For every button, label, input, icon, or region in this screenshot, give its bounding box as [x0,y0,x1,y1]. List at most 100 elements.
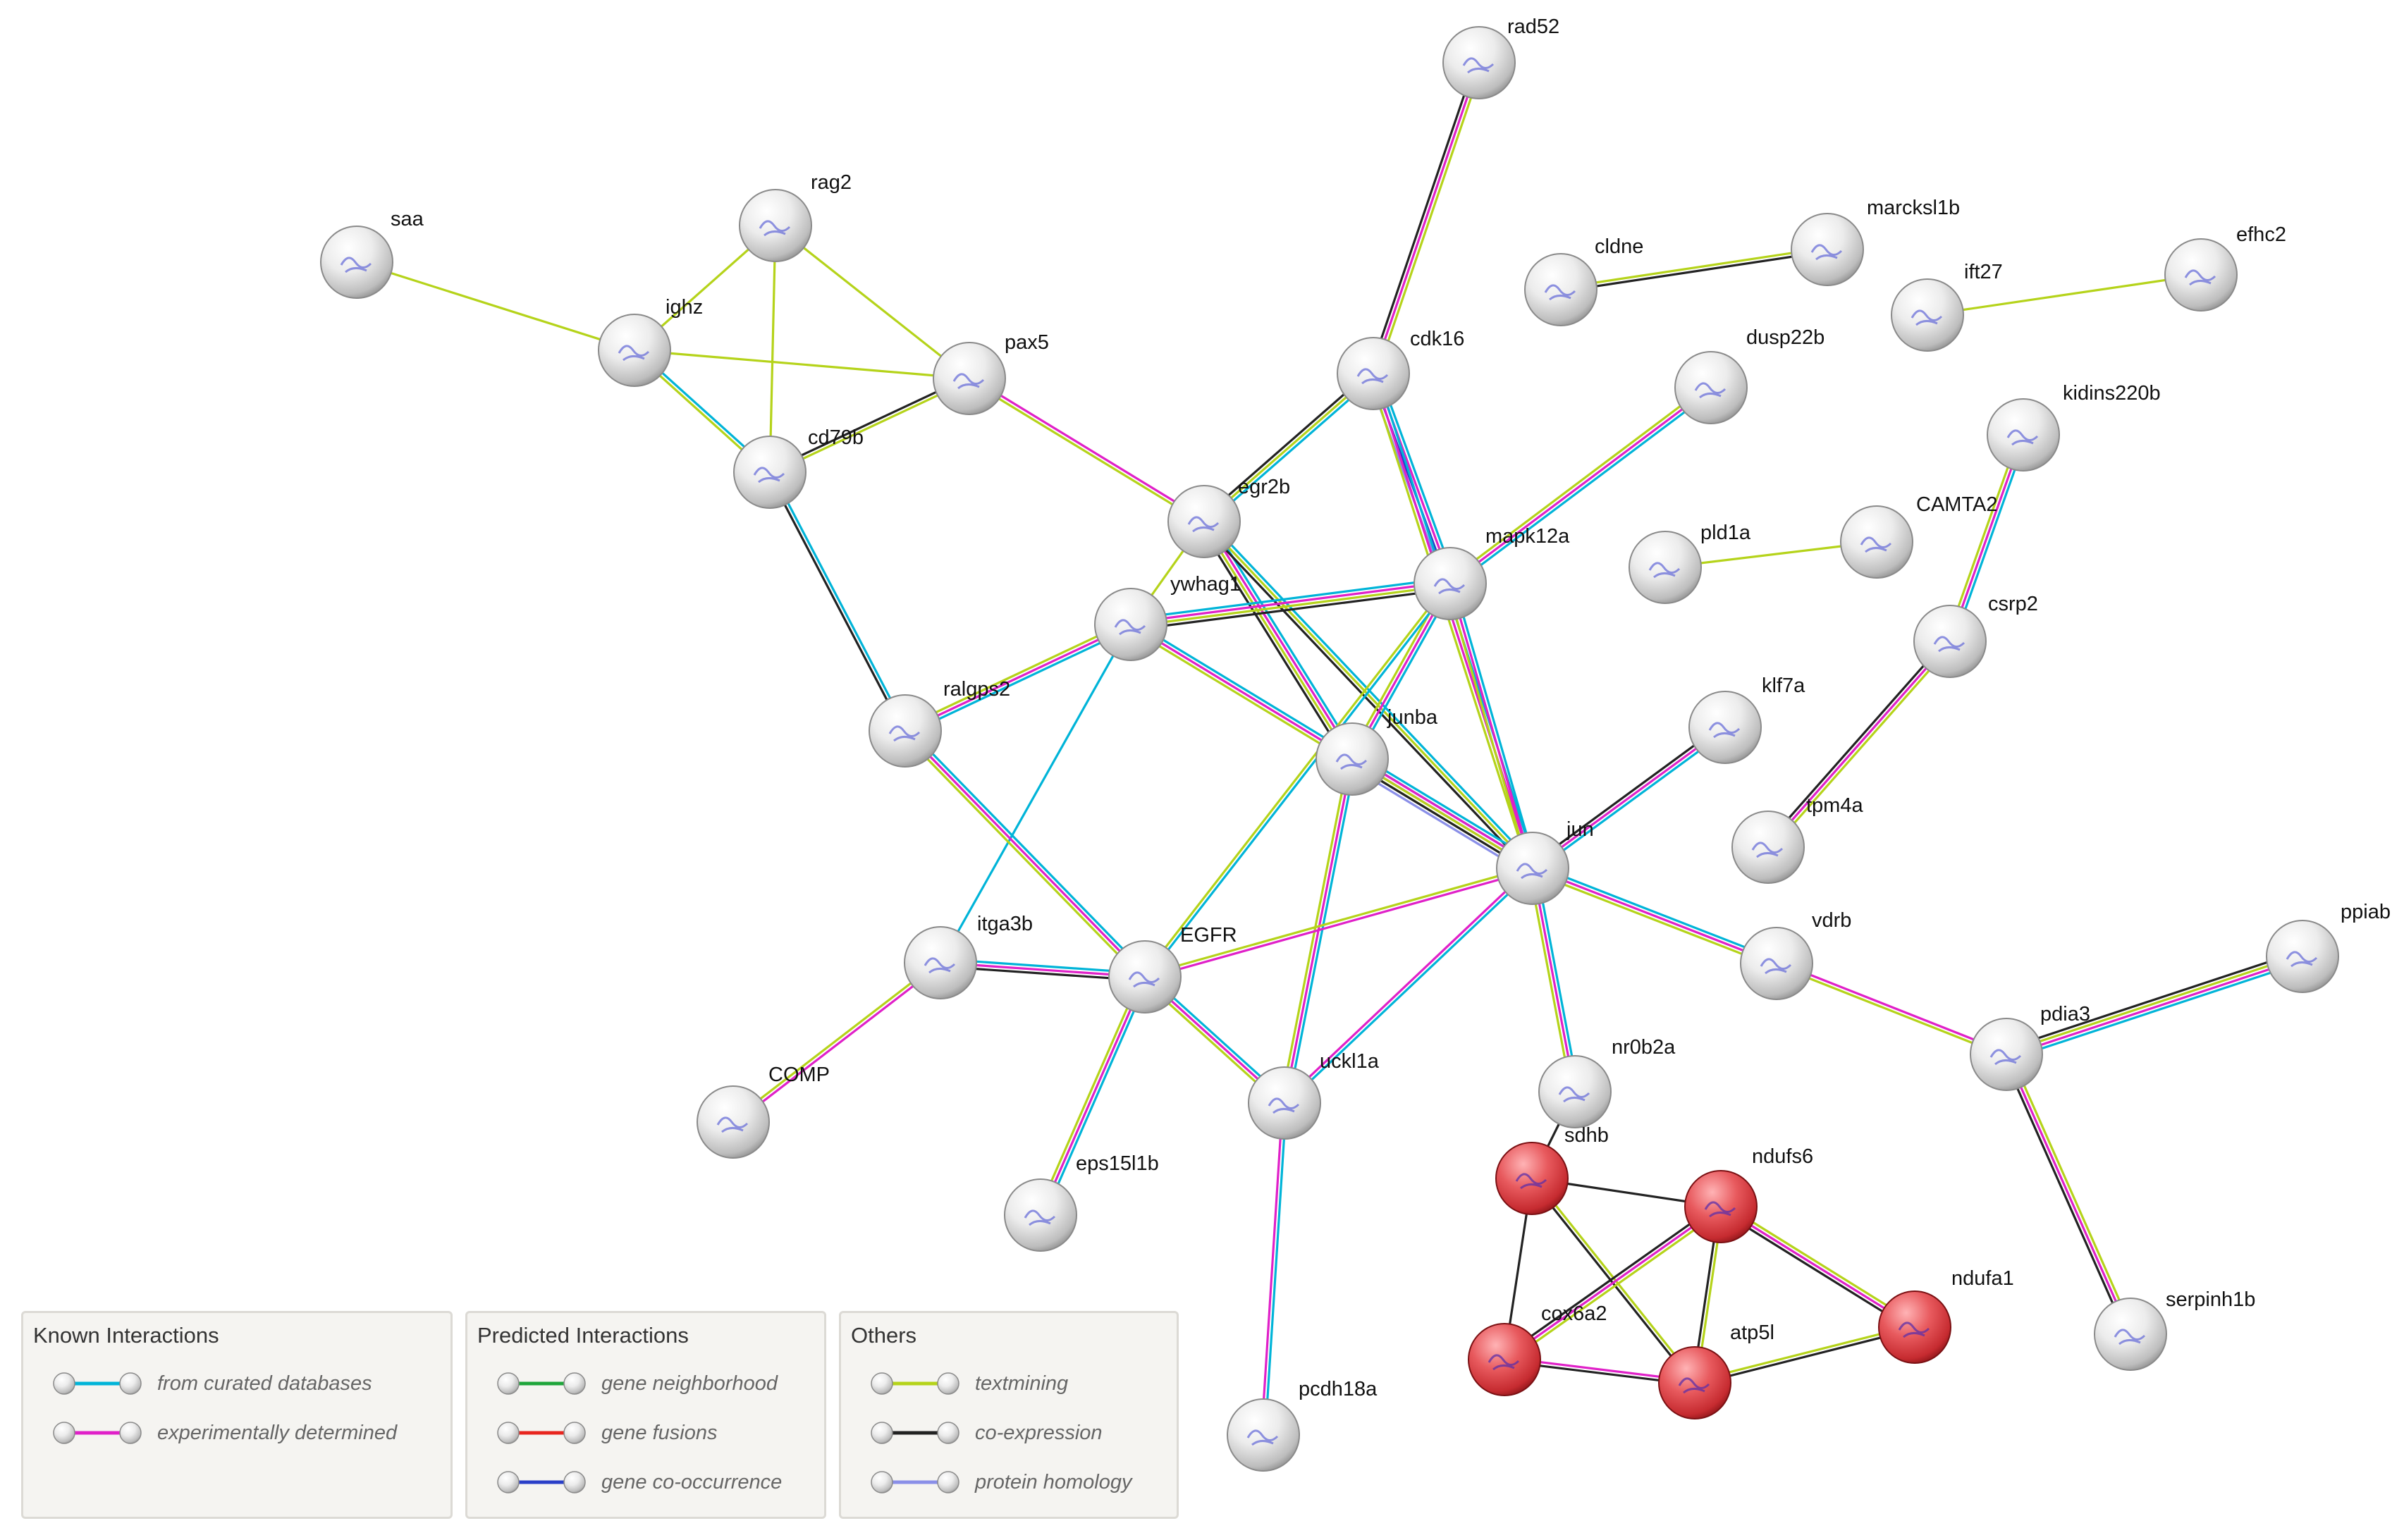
node-sphere[interactable] [1684,1170,1758,1243]
node-serpinh1b[interactable]: serpinh1b [2094,1288,2255,1371]
node-sphere[interactable] [1468,1323,1541,1396]
node-sdhb[interactable]: sdhb [1495,1124,1609,1215]
node-sphere[interactable] [1337,337,1410,410]
edge-line-curated [1287,759,1357,1104]
node-sphere[interactable] [1094,588,1167,661]
legend-others: Others textmining co-expression protein … [839,1311,1179,1519]
node-pld1a[interactable]: pld1a [1629,522,1751,604]
node-label: uckl1a [1320,1050,1380,1073]
node-sphere[interactable] [697,1085,770,1159]
edge-line-coexpression [768,376,969,472]
node-sphere[interactable] [1658,1346,1731,1419]
node-itga3b[interactable]: itga3b [904,913,1033,999]
edge-rad52-cdk16 [1368,61,1484,376]
node-ighz[interactable]: ighz [598,296,703,387]
edge-line-coexpression [1529,723,1724,867]
node-sphere[interactable] [1004,1178,1077,1252]
node-rag2[interactable]: rag2 [739,171,852,262]
node-sphere[interactable] [1413,547,1487,620]
node-sphere[interactable] [1791,213,1864,286]
node-junba[interactable]: junba [1316,706,1438,796]
node-atp5l[interactable]: atp5l [1658,1322,1774,1419]
legend-predicted-interactions: Predicted Interactions gene neighborhood… [465,1311,826,1519]
node-mapk12a[interactable]: mapk12a [1413,525,1570,620]
node-ppiab[interactable]: ppiab [2266,901,2391,993]
node-pcdh18a[interactable]: pcdh18a [1227,1378,1378,1472]
legend-known-interactions: Known Interactions from curated database… [21,1311,453,1519]
node-saa[interactable]: saa [320,208,424,299]
node-ndufs6[interactable]: ndufs6 [1684,1145,1813,1243]
node-dusp22b[interactable]: dusp22b [1674,326,1825,424]
node-sphere[interactable] [1538,1055,1612,1128]
node-sphere[interactable] [1524,253,1597,326]
node-sphere[interactable] [1913,605,1987,678]
structure-thumbnail-icon [1911,309,1943,326]
node-CAMTA2[interactable]: CAMTA2 [1840,493,1997,579]
node-egr2b[interactable]: egr2b [1167,476,1290,558]
node-cldne[interactable]: cldne [1524,235,1643,326]
node-ralgps2[interactable]: ralgps2 [869,678,1010,768]
edge-line-coexpression [1198,524,1349,763]
node-sphere[interactable] [1891,278,1964,352]
node-sphere[interactable] [1740,927,1813,1000]
node-uckl1a[interactable]: uckl1a [1248,1050,1380,1140]
node-sphere[interactable] [2266,920,2339,993]
node-cd79b[interactable]: cd79b [733,426,864,509]
node-ywhag1[interactable]: ywhag1 [1094,573,1241,661]
edge-line-experimental [1282,866,1533,1103]
edge-pdia3-serpinh1b [2001,1052,2135,1336]
edge-jun-vdrb [1531,863,1779,968]
node-COMP[interactable]: COMP [697,1064,830,1159]
edge-line-textmining [731,960,940,1122]
node-sphere[interactable] [933,342,1006,415]
node-sphere[interactable] [1442,26,1516,99]
node-cdk16[interactable]: cdk16 [1337,328,1464,410]
node-sphere[interactable] [1495,1142,1569,1215]
node-eps15l1b[interactable]: eps15l1b [1004,1152,1159,1252]
node-marcksl1b[interactable]: marcksl1b [1791,197,1960,286]
legend-node-icon [563,1471,586,1493]
node-sphere[interactable] [733,436,807,509]
node-sphere[interactable] [1316,722,1389,796]
node-sphere[interactable] [320,226,393,299]
node-ift27[interactable]: ift27 [1891,261,2003,352]
edge-line-coexpression [2001,1055,2128,1336]
edge-csrp2-tpm4a [1764,638,1954,851]
node-sphere[interactable] [1227,1398,1300,1472]
node-sphere[interactable] [1674,351,1748,424]
node-sphere[interactable] [1840,505,1913,579]
node-sphere[interactable] [1248,1066,1321,1140]
node-sphere[interactable] [1108,940,1182,1014]
node-sphere[interactable] [2094,1298,2167,1371]
node-efhc2[interactable]: efhc2 [2164,223,2286,312]
node-sphere[interactable] [904,926,977,999]
node-sphere[interactable] [1629,531,1702,604]
node-sphere[interactable] [1167,485,1241,558]
node-sphere[interactable] [1970,1018,2043,1091]
node-EGFR[interactable]: EGFR [1108,924,1237,1014]
node-ndufa1[interactable]: ndufa1 [1878,1267,2014,1364]
edge-line-experimental [1532,726,1726,870]
node-pax5[interactable]: pax5 [933,331,1049,415]
node-csrp2[interactable]: csrp2 [1913,593,2038,678]
node-sphere[interactable] [1987,398,2060,472]
node-sphere[interactable] [598,314,671,387]
node-sphere[interactable] [2164,238,2238,312]
node-sphere[interactable] [1878,1290,1951,1364]
node-cox6a2[interactable]: cox6a2 [1468,1302,1607,1396]
node-sphere[interactable] [1688,691,1762,764]
node-sphere[interactable] [1731,811,1805,884]
node-rad52[interactable]: rad52 [1442,16,1559,99]
node-sphere[interactable] [869,694,942,768]
edge-sdhb-atp5l [1529,1176,1698,1385]
node-klf7a[interactable]: klf7a [1688,674,1805,764]
node-sphere[interactable] [1496,832,1569,905]
node-sphere[interactable] [739,189,812,262]
node-tpm4a[interactable]: tpm4a [1731,794,1863,884]
node-vdrb[interactable]: vdrb [1740,909,1851,1000]
node-nr0b2a[interactable]: nr0b2a [1538,1036,1676,1128]
node-kidins220b[interactable]: kidins220b [1987,382,2161,472]
edge-line-textmining [1528,868,1573,1093]
node-pdia3[interactable]: pdia3 [1970,1003,2090,1091]
node-jun[interactable]: jun [1496,818,1594,905]
